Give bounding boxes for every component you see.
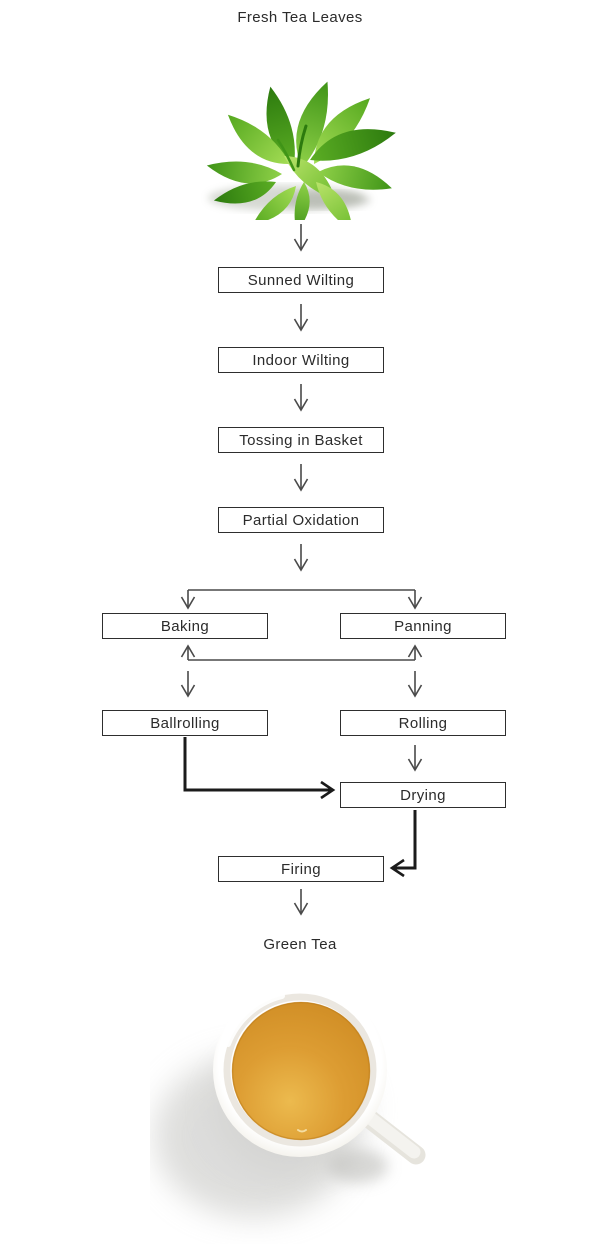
node-ballrolling: Ballrolling — [102, 710, 268, 736]
node-indoor-wilting: Indoor Wilting — [218, 347, 384, 373]
elbow-ballrolling-to-drying — [183, 737, 336, 800]
node-drying: Drying — [340, 782, 506, 808]
node-baking: Baking — [102, 613, 268, 639]
leaf-stem — [276, 138, 296, 172]
node-panning: Panning — [340, 613, 506, 639]
leaf-cluster — [205, 77, 399, 220]
tea-bubble — [297, 1129, 307, 1133]
green-tea-cup-image — [154, 983, 426, 1218]
node-tossing-in-basket: Tossing in Basket — [218, 427, 384, 453]
leaf-stem — [296, 124, 308, 168]
diagram-title: Fresh Tea Leaves — [237, 9, 363, 26]
node-partial-oxidation: Partial Oxidation — [218, 507, 384, 533]
elbow-drying-to-firing — [389, 810, 417, 878]
fresh-tea-leaves-image — [205, 77, 399, 220]
node-rolling: Rolling — [340, 710, 506, 736]
node-firing: Firing — [218, 856, 384, 882]
green-tea-label: Green Tea — [263, 936, 337, 953]
tea-liquid — [231, 1001, 371, 1141]
node-sunned-wilting: Sunned Wilting — [218, 267, 384, 293]
